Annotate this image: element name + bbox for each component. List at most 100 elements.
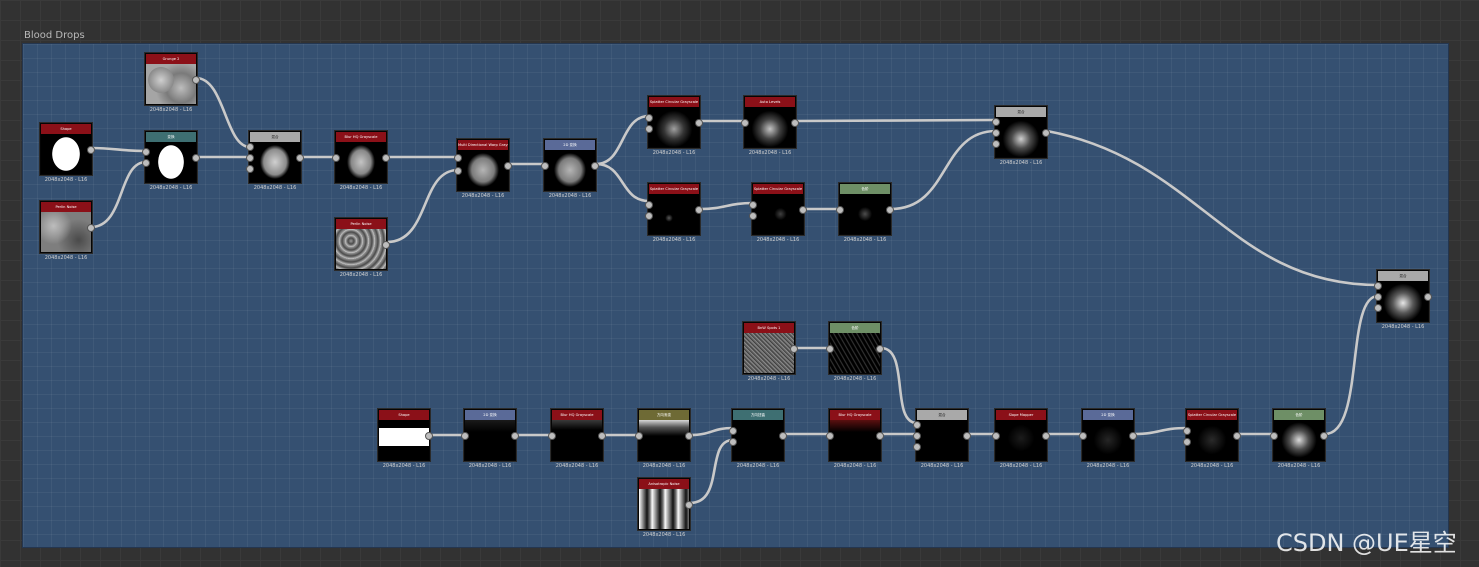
input-port[interactable]	[913, 432, 921, 440]
output-port[interactable]	[790, 345, 798, 353]
output-port[interactable]	[799, 206, 807, 214]
input-port[interactable]	[635, 432, 643, 440]
node-multi-directional-warp[interactable]: Multi Directional Warp Grayscale 2048x20…	[454, 139, 512, 199]
input-port[interactable]	[1270, 432, 1278, 440]
output-port[interactable]	[598, 432, 606, 440]
node-perlin-noise-1[interactable]: Perlin Noise 2048x2048 - L16	[40, 201, 95, 261]
node-blur-hq-1[interactable]: Blur HQ Grayscale 2048x2048 - L16	[332, 131, 390, 191]
input-port[interactable]	[1374, 304, 1382, 312]
node-shape-2[interactable]: Shape 2048x2048 - L16	[378, 409, 433, 469]
input-port[interactable]	[454, 154, 462, 162]
input-port[interactable]	[913, 443, 921, 451]
input-port[interactable]	[246, 154, 254, 162]
node-splatter-circular-2[interactable]: Splatter Circular Grayscale 2048x2048 - …	[645, 183, 703, 243]
node-bnw-spots-1[interactable]: BnW Spots 1 2048x2048 - L16	[743, 322, 798, 382]
output-port[interactable]	[1129, 432, 1137, 440]
input-port[interactable]	[645, 201, 653, 209]
input-port[interactable]	[729, 438, 737, 446]
node-2d-transform-2[interactable]: 2D 变换 2048x2048 - L16	[461, 409, 519, 469]
frame-title[interactable]: Blood Drops	[24, 30, 85, 41]
input-port[interactable]	[645, 212, 653, 220]
node-levels-1[interactable]: 色阶 2048x2048 - L16	[836, 183, 894, 243]
node-perlin-noise-2[interactable]: Perlin Noise 2048x2048 - L16	[335, 218, 390, 278]
input-port[interactable]	[992, 129, 1000, 137]
input-port[interactable]	[332, 154, 340, 162]
input-port[interactable]	[1183, 427, 1191, 435]
node-splatter-circular-3[interactable]: Splatter Circular Grayscale 2048x2048 - …	[749, 183, 807, 243]
input-port[interactable]	[836, 206, 844, 214]
output-port[interactable]	[511, 432, 519, 440]
node-levels-3[interactable]: 色阶 2048x2048 - L16	[1270, 409, 1328, 469]
output-port[interactable]	[296, 154, 304, 162]
input-port[interactable]	[913, 421, 921, 429]
input-port[interactable]	[749, 201, 757, 209]
input-port[interactable]	[729, 427, 737, 435]
output-port[interactable]	[695, 206, 703, 214]
input-port[interactable]	[541, 162, 549, 170]
output-port[interactable]	[192, 154, 200, 162]
output-port[interactable]	[192, 76, 200, 84]
output-port[interactable]	[791, 119, 799, 127]
input-port[interactable]	[741, 119, 749, 127]
output-port[interactable]	[876, 345, 884, 353]
node-anisotropic-noise[interactable]: Anisotropic Noise 2048x2048 - L16	[638, 478, 693, 538]
input-port[interactable]	[461, 432, 469, 440]
node-directional-warp[interactable]: 方向扭曲 2048x2048 - L16	[729, 409, 787, 469]
node-blend-1[interactable]: 混合 2048x2048 - L16	[246, 131, 304, 191]
input-port[interactable]	[246, 165, 254, 173]
output-port[interactable]	[779, 432, 787, 440]
node-grunge-2[interactable]: Grunge 2 2048x2048 - L16	[145, 53, 200, 113]
input-port[interactable]	[749, 212, 757, 220]
graph-frame[interactable]	[22, 43, 1449, 548]
input-port[interactable]	[992, 140, 1000, 148]
node-splatter-circular-1[interactable]: Splatter Circular Grayscale 2048x2048 - …	[645, 96, 703, 156]
node-levels-2[interactable]: 色阶 2048x2048 - L16	[826, 322, 884, 382]
input-port[interactable]	[1183, 438, 1191, 446]
input-port[interactable]	[454, 167, 462, 175]
input-port[interactable]	[548, 432, 556, 440]
output-port[interactable]	[695, 119, 703, 127]
output-port[interactable]	[1233, 432, 1241, 440]
input-port[interactable]	[1374, 282, 1382, 290]
output-port[interactable]	[876, 432, 884, 440]
input-port[interactable]	[826, 345, 834, 353]
node-shape-1[interactable]: Shape 2048x2048 - L16	[40, 123, 95, 183]
input-port[interactable]	[826, 432, 834, 440]
node-directional-gradient[interactable]: 方向渐变 2048x2048 - L16	[635, 409, 693, 469]
output-port[interactable]	[886, 206, 894, 214]
output-port[interactable]	[1424, 293, 1432, 301]
input-port[interactable]	[992, 118, 1000, 126]
output-port[interactable]	[504, 162, 512, 170]
output-port[interactable]	[963, 432, 971, 440]
node-splatter-circular-4[interactable]: Splatter Circular Grayscale 2048x2048 - …	[1183, 409, 1241, 469]
node-2d-transform-1[interactable]: 2D 变换 2048x2048 - L16	[541, 139, 599, 199]
output-port[interactable]	[1042, 129, 1050, 137]
node-auto-levels[interactable]: Auto Levels 2048x2048 - L16	[741, 96, 799, 156]
output-port[interactable]	[87, 146, 95, 154]
node-2d-transform-3[interactable]: 2D 变换 2048x2048 - L16	[1079, 409, 1137, 469]
output-port[interactable]	[685, 432, 693, 440]
output-port[interactable]	[425, 432, 433, 440]
node-transform-1[interactable]: 变换 2048x2048 - L16	[142, 131, 200, 191]
output-port[interactable]	[685, 501, 693, 509]
node-blend-final[interactable]: 混合 2048x2048 - L16	[1374, 270, 1432, 330]
output-port[interactable]	[382, 241, 390, 249]
input-port[interactable]	[992, 432, 1000, 440]
output-port[interactable]	[1042, 432, 1050, 440]
input-port[interactable]	[1374, 293, 1382, 301]
input-port[interactable]	[645, 114, 653, 122]
node-blend-3[interactable]: 混合 2048x2048 - L16	[913, 409, 971, 469]
input-port[interactable]	[645, 125, 653, 133]
input-port[interactable]	[142, 159, 150, 167]
output-port[interactable]	[1320, 432, 1328, 440]
output-port[interactable]	[591, 162, 599, 170]
node-blur-hq-2[interactable]: Blur HQ Grayscale 2048x2048 - L16	[548, 409, 606, 469]
output-port[interactable]	[382, 154, 390, 162]
node-slope-mapper[interactable]: Slope Mapper 2048x2048 - L16	[992, 409, 1050, 469]
node-blur-hq-3[interactable]: Blur HQ Grayscale 2048x2048 - L16	[826, 409, 884, 469]
input-port[interactable]	[1079, 432, 1087, 440]
input-port[interactable]	[142, 148, 150, 156]
output-port[interactable]	[87, 224, 95, 232]
input-port[interactable]	[246, 143, 254, 151]
node-blend-2[interactable]: 混合 2048x2048 - L16	[992, 106, 1050, 166]
